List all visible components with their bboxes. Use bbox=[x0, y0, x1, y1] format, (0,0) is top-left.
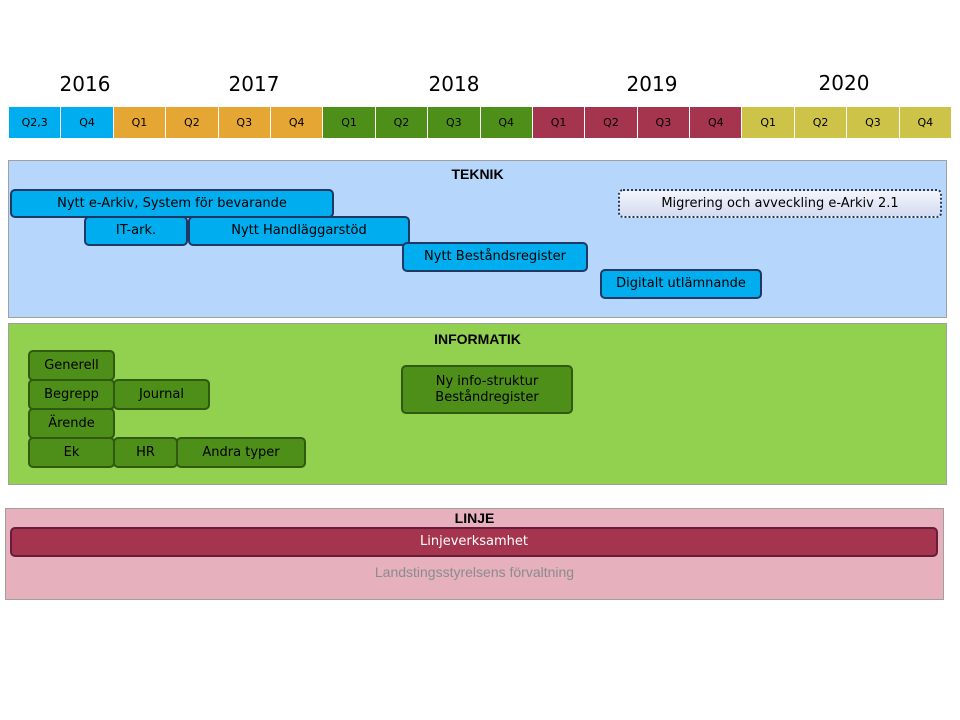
quarter-cell: Q1 bbox=[113, 107, 167, 138]
year-2016: 2016 bbox=[59, 72, 111, 96]
bar-nytt-bestandsregister[interactable]: Nytt Beståndsregister bbox=[402, 242, 588, 272]
quarter-cell: Q1 bbox=[742, 107, 795, 138]
quarter-cell: Q2,3 bbox=[9, 107, 62, 138]
section-title-linje: LINJE bbox=[454, 510, 495, 526]
quarter-cell: Q2 bbox=[585, 107, 638, 138]
quarter-cell: Q2 bbox=[794, 107, 848, 138]
year-2020: 2020 bbox=[818, 71, 870, 95]
bar-generell[interactable]: Generell bbox=[28, 350, 115, 381]
quarter-cell: Q4 bbox=[480, 107, 533, 138]
quarter-cell: Q2 bbox=[166, 107, 219, 138]
bar-nytt-handlaggarstod[interactable]: Nytt Handläggarstöd bbox=[188, 216, 410, 246]
quarter-cell: Q2 bbox=[375, 107, 429, 138]
quarter-cell: Q4 bbox=[899, 107, 953, 138]
bar-arende[interactable]: Ärende bbox=[28, 408, 115, 439]
bar-ny-info-struktur[interactable]: Ny info-struktur Beståndregister bbox=[401, 365, 573, 414]
quarter-cell: Q4 bbox=[690, 107, 743, 138]
bar-digitalt-utlamnande[interactable]: Digitalt utlämnande bbox=[600, 269, 762, 299]
bar-andra-typer[interactable]: Andra typer bbox=[176, 437, 306, 468]
section-title-informatik: INFORMATIK bbox=[434, 331, 521, 347]
bar-migrering[interactable]: Migrering och avveckling e-Arkiv 2.1 bbox=[618, 189, 942, 218]
quarter-cell: Q4 bbox=[61, 107, 114, 138]
year-2019: 2019 bbox=[626, 72, 678, 96]
bar-ny-info-struktur-line2: Beståndregister bbox=[435, 389, 539, 405]
year-2018: 2018 bbox=[428, 72, 480, 96]
quarter-cell: Q4 bbox=[270, 107, 324, 138]
linje-subtitle: Landstingsstyrelsens förvaltning bbox=[374, 564, 575, 580]
bar-ny-info-struktur-line1: Ny info-struktur bbox=[435, 373, 539, 389]
bar-begrepp[interactable]: Begrepp bbox=[28, 379, 115, 410]
quarter-cell: Q1 bbox=[323, 107, 376, 138]
bar-hr[interactable]: HR bbox=[113, 437, 178, 468]
quarter-cell: Q3 bbox=[428, 107, 481, 138]
bar-journal[interactable]: Journal bbox=[113, 379, 210, 410]
quarter-cell: Q3 bbox=[637, 107, 691, 138]
bar-ek[interactable]: Ek bbox=[28, 437, 115, 468]
quarter-cell: Q3 bbox=[847, 107, 900, 138]
bar-it-ark[interactable]: IT-ark. bbox=[84, 216, 188, 246]
year-2017: 2017 bbox=[228, 72, 280, 96]
bar-nytt-e-arkiv[interactable]: Nytt e-Arkiv, System för bevarande bbox=[10, 189, 334, 218]
quarter-cell: Q1 bbox=[532, 107, 586, 138]
quarter-cell: Q3 bbox=[218, 107, 271, 138]
section-title-teknik: TEKNIK bbox=[451, 166, 504, 182]
bar-linjeverksamhet[interactable]: Linjeverksamhet bbox=[10, 527, 938, 557]
